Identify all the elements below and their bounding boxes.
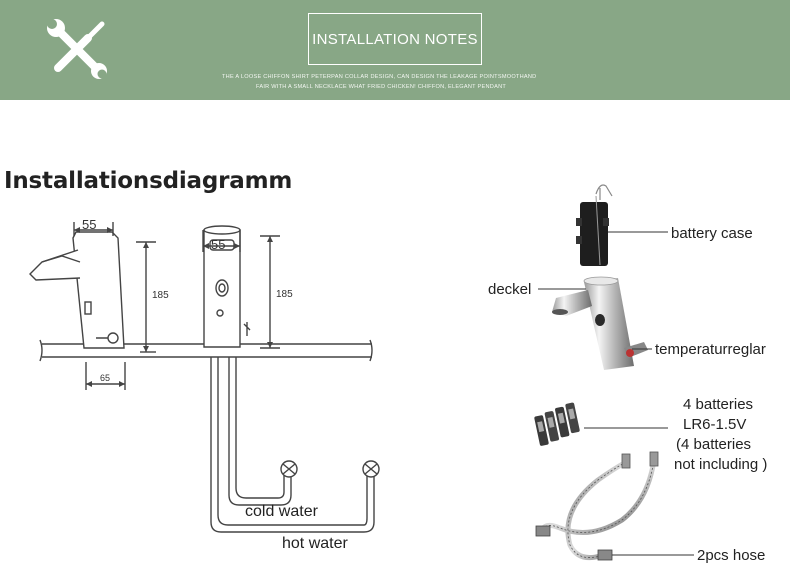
installation-diagram: 55 55 185 185 65 cold water hot water ba… <box>29 184 767 564</box>
dim-offset: 65 <box>100 373 110 383</box>
drawing-lines <box>29 222 380 533</box>
hose-image <box>535 451 659 561</box>
batteries-label-2: LR6-1.5V <box>683 416 746 433</box>
dim-width-left: 55 <box>82 217 96 232</box>
dim-height-right: 185 <box>276 289 293 300</box>
battery-case-label: battery case <box>671 225 753 242</box>
title-box: INSTALLATION NOTES <box>308 13 482 65</box>
deckel-label: deckel <box>488 281 531 298</box>
hose-label: 2pcs hose <box>697 547 765 564</box>
tagline-line-1: THE A LOOSE CHIFFON SHIRT PETERPAN COLLA… <box>222 74 537 80</box>
battery-case-image <box>576 184 613 266</box>
dim-width-right: 55 <box>211 237 225 252</box>
tagline-line-2: FAIR WITH A SMALL NECKLACE WHAT FRIED CH… <box>256 84 507 90</box>
hot-water-label: hot water <box>282 535 348 552</box>
temperature-label: temperaturreglar <box>655 341 766 358</box>
batteries-image <box>534 402 580 446</box>
faucet-image <box>552 276 648 370</box>
wrench-screwdriver-icon <box>47 19 107 79</box>
batteries-label-3: (4 batteries <box>676 436 751 453</box>
dim-height-left: 185 <box>152 290 169 301</box>
header-banner: INSTALLATION NOTES THE A LOOSE CHIFFON S… <box>0 0 790 100</box>
page-title: INSTALLATION NOTES <box>312 30 478 48</box>
diagram-heading: Installationsdiagramm <box>4 168 293 194</box>
cold-water-label: cold water <box>245 503 319 520</box>
batteries-label-4: not including ) <box>674 456 767 473</box>
dim-arrows <box>74 227 273 387</box>
batteries-label-1: 4 batteries <box>683 396 753 413</box>
